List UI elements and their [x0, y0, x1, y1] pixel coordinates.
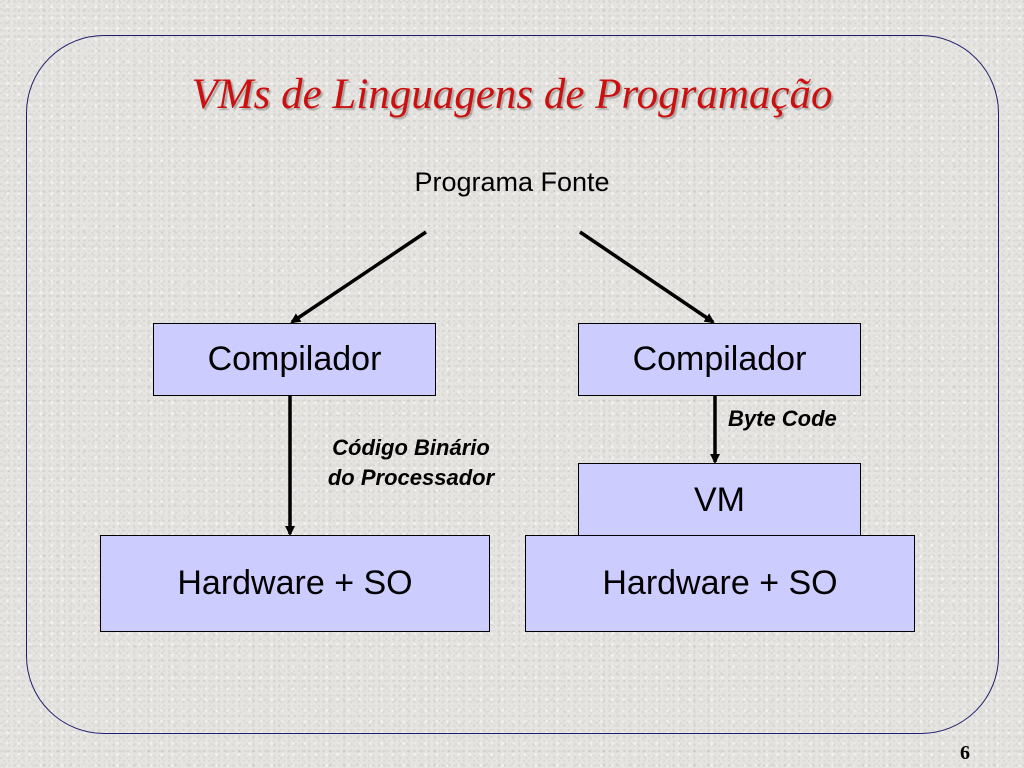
binary-code-label-line2: do Processador	[327, 465, 495, 490]
vm-box: VM	[578, 463, 861, 537]
slide-title: VMs de Linguagens de Programação	[191, 71, 833, 118]
arrow-source-to-left-compiler	[290, 230, 427, 324]
left-hardware-label: Hardware + SO	[177, 564, 413, 602]
arrow-source-to-right-compiler	[579, 230, 715, 324]
page-number: 6	[960, 742, 970, 764]
right-hardware-box: Hardware + SO	[525, 535, 915, 632]
left-hardware-box: Hardware + SO	[100, 535, 490, 632]
binary-code-label-line1: Código Binário	[332, 435, 490, 460]
vm-label: VM	[694, 480, 745, 519]
binary-code-label: Código Binário do Processador	[296, 433, 526, 493]
left-compiler-label: Compilador	[207, 340, 382, 378]
left-compiler-box: Compilador	[153, 323, 436, 396]
right-hardware-label: Hardware + SO	[602, 564, 838, 602]
byte-code-label: Byte Code	[728, 406, 837, 431]
right-compiler-box: Compilador	[578, 323, 861, 396]
slide-frame	[26, 35, 999, 734]
right-compiler-label: Compilador	[632, 340, 807, 378]
source-program-label: Programa Fonte	[414, 167, 610, 197]
